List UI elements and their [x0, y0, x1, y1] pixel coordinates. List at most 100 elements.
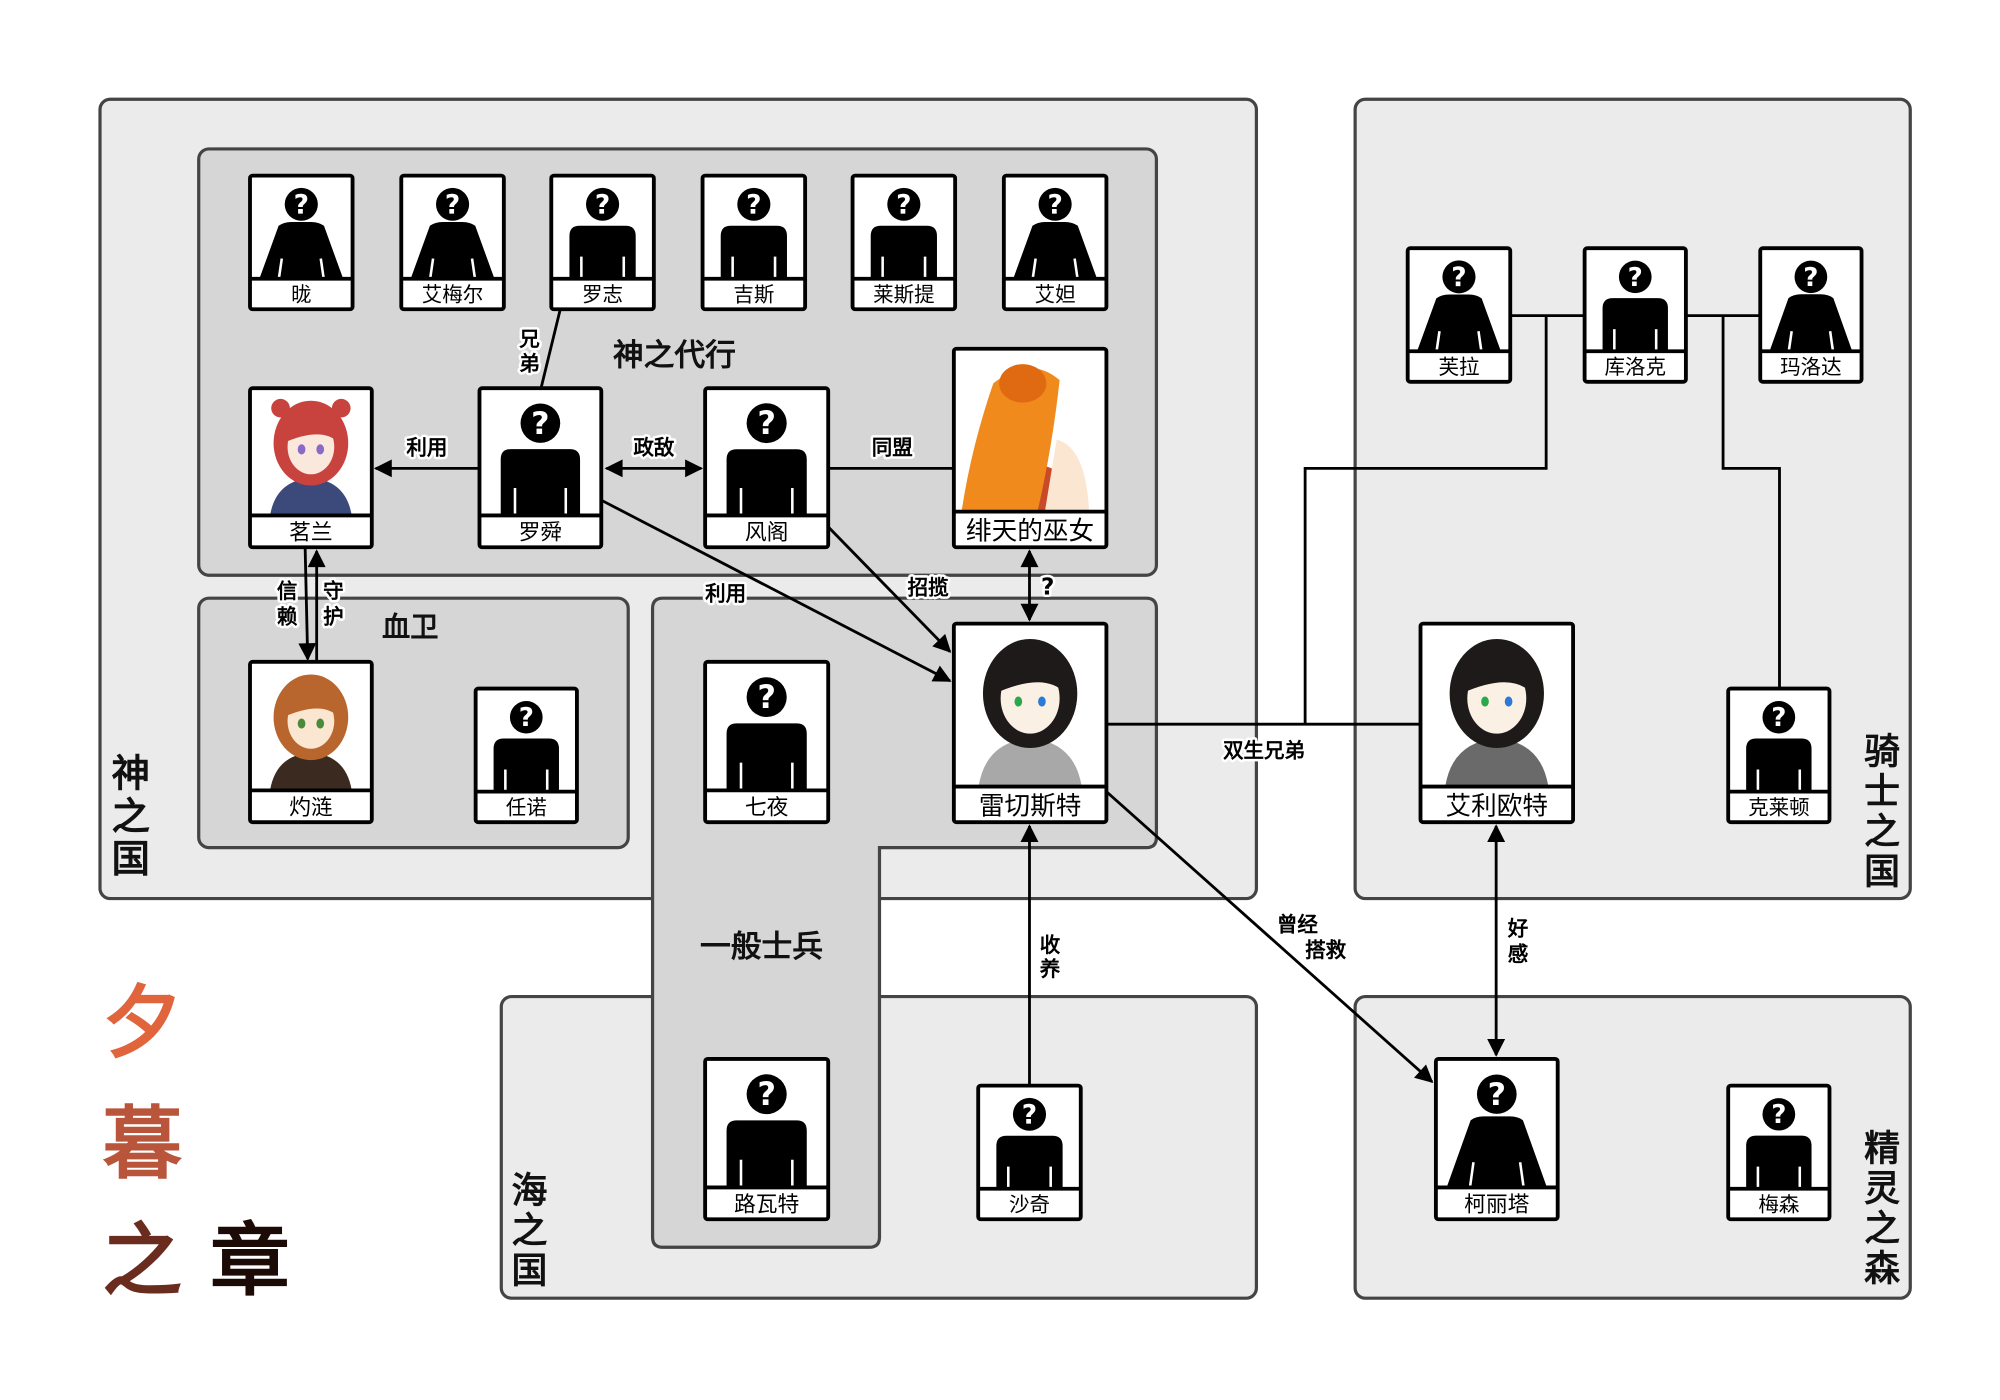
- character-card-fula[interactable]: ?芙拉: [1405, 246, 1513, 384]
- unknown-person-icon: ?: [726, 1074, 807, 1188]
- title-char-1: 夕: [103, 976, 182, 1069]
- character-card-meisen[interactable]: ? 梅森: [1726, 1083, 1832, 1222]
- unknown-person-icon: ?: [726, 677, 807, 791]
- svg-text:?: ?: [1803, 263, 1818, 293]
- character-card-kelaidun[interactable]: ? 克莱顿: [1726, 686, 1832, 825]
- svg-text:?: ?: [1628, 263, 1643, 293]
- character-name: 灼涟: [289, 796, 333, 821]
- link-twins-to-fula: [1303, 315, 1548, 725]
- svg-text:?: ?: [1451, 262, 1466, 293]
- character-card-long[interactable]: ?昽: [248, 173, 355, 312]
- unknown-person-icon: ?: [726, 403, 807, 516]
- character-name: 罗舜: [519, 521, 563, 546]
- svg-text:?: ?: [757, 678, 776, 716]
- character-name: 梅森: [1758, 1193, 1799, 1217]
- rel-label-affection-1: 好: [1507, 917, 1529, 941]
- character-name: 雷切斯特: [979, 792, 1082, 822]
- rel-label-trust-2: 赖: [277, 605, 298, 629]
- character-name: 艾梅尔: [422, 283, 484, 307]
- unknown-person-icon: ?: [1602, 260, 1668, 352]
- svg-text:海之国: 海之国: [512, 1170, 548, 1292]
- link-recruit: [827, 525, 952, 653]
- link-brothers: [539, 308, 562, 389]
- svg-text:神之国: 神之国: [112, 752, 150, 882]
- svg-text:?: ?: [1771, 703, 1786, 733]
- svg-text:?: ?: [445, 189, 460, 220]
- svg-text:?: ?: [531, 406, 549, 442]
- character-name: 吉斯: [733, 283, 774, 307]
- character-card-minglan[interactable]: 茗兰: [248, 386, 374, 550]
- group-label-god-agents: 神之代行: [613, 337, 736, 373]
- character-card-kuluoke[interactable]: ? 库洛克: [1582, 246, 1688, 384]
- unknown-person-icon: ?: [569, 187, 636, 279]
- rel-label-adopt-2: 养: [1039, 957, 1061, 981]
- character-card-jisi[interactable]: ?吉斯: [700, 173, 808, 312]
- character-card-zhuolian[interactable]: 灼涟: [248, 659, 374, 825]
- character-name: 库洛克: [1605, 355, 1667, 379]
- character-name: 七夜: [745, 796, 789, 821]
- svg-text:?: ?: [1771, 1100, 1786, 1130]
- character-card-ailiout[interactable]: 艾利欧特: [1418, 621, 1575, 825]
- svg-text:?: ?: [294, 189, 309, 220]
- character-name: 绯天的巫女: [966, 517, 1094, 547]
- unknown-person-icon: ?: [1746, 1098, 1812, 1189]
- character-name: 任诺: [506, 796, 547, 820]
- relation-labels: 兄 弟 利用 政敌 同盟 利用 招揽 ? 信 赖 守 护 双生兄弟 收 养 曾经…: [274, 325, 1530, 984]
- rel-label-unknown: ?: [1041, 574, 1054, 600]
- character-portrait-illustration: [270, 398, 352, 516]
- unknown-person-icon: ?: [1746, 701, 1812, 792]
- rel-label-adopt-1: 收: [1040, 933, 1061, 957]
- rel-label-guard-1: 守: [323, 579, 344, 603]
- rel-label-recruit: 招揽: [908, 575, 950, 599]
- svg-text:?: ?: [519, 703, 534, 733]
- character-card-kelita[interactable]: ?柯丽塔: [1433, 1057, 1560, 1222]
- rel-label-guard-2: 护: [323, 605, 344, 629]
- svg-text:?: ?: [1488, 1077, 1506, 1113]
- character-card-qiye[interactable]: ? 七夜: [703, 659, 831, 825]
- character-card-fengge[interactable]: ? 风阁: [703, 386, 831, 550]
- unknown-person-icon: ?: [1013, 187, 1098, 279]
- title-char-4: 章: [210, 1214, 289, 1307]
- link-use-leiqie: [600, 498, 952, 683]
- group-label-soldiers: 一般士兵: [700, 929, 823, 965]
- unknown-person-icon: ?: [870, 187, 937, 279]
- character-card-rennuo[interactable]: ? 任诺: [473, 686, 579, 825]
- rel-label-use-leiqie: 利用: [705, 582, 746, 606]
- character-name: 昽: [291, 283, 312, 307]
- character-card-luoshun[interactable]: ? 罗舜: [477, 386, 604, 550]
- rel-label-trust-1: 信: [277, 579, 298, 603]
- link-trust: [298, 547, 317, 662]
- rel-label-twins: 双生兄弟: [1223, 738, 1305, 762]
- character-name: 风阁: [745, 521, 789, 546]
- character-card-maluoda[interactable]: ?玛洛达: [1758, 246, 1864, 384]
- character-card-leiqiesite[interactable]: 雷切斯特: [951, 621, 1109, 825]
- character-card-shaqi[interactable]: ?沙奇: [976, 1083, 1083, 1222]
- character-name: 克莱顿: [1748, 796, 1810, 820]
- link-rescued: [1105, 790, 1434, 1084]
- unknown-person-icon: ?: [259, 187, 344, 279]
- unknown-person-icon: ?: [1417, 260, 1501, 352]
- rel-label-affection-2: 感: [1508, 942, 1529, 966]
- character-card-luwate[interactable]: ?路瓦特: [703, 1057, 831, 1222]
- relation-links: [298, 308, 1781, 1086]
- character-name: 罗志: [582, 283, 623, 307]
- character-card-feitian[interactable]: 绯天的巫女: [951, 346, 1109, 550]
- character-name: 艾利欧特: [1446, 792, 1549, 822]
- svg-text:?: ?: [1022, 1099, 1037, 1130]
- character-card-aida[interactable]: ?艾妲: [1001, 173, 1109, 312]
- rel-label-brothers-1: 兄: [518, 327, 540, 351]
- svg-text:?: ?: [757, 1075, 776, 1113]
- character-card-aimeier[interactable]: ? 艾梅尔: [399, 173, 506, 312]
- character-card-luozhi[interactable]: ? 罗志: [549, 173, 656, 312]
- rel-label-rescued-2: 搭救: [1305, 938, 1347, 962]
- character-card-laisiti[interactable]: ?莱斯提: [850, 173, 958, 312]
- unknown-person-icon: ?: [410, 187, 495, 279]
- svg-text:?: ?: [757, 404, 776, 442]
- svg-text:精灵之森: 精灵之森: [1864, 1128, 1900, 1290]
- character-name: 茗兰: [289, 521, 333, 546]
- region-label-elf-forest: 精灵之森: [1864, 1128, 1900, 1290]
- title-char-3: 之: [103, 1214, 182, 1307]
- rel-label-rivals: 政敌: [633, 435, 675, 459]
- rel-label-rescued-1: 曾经: [1277, 913, 1319, 937]
